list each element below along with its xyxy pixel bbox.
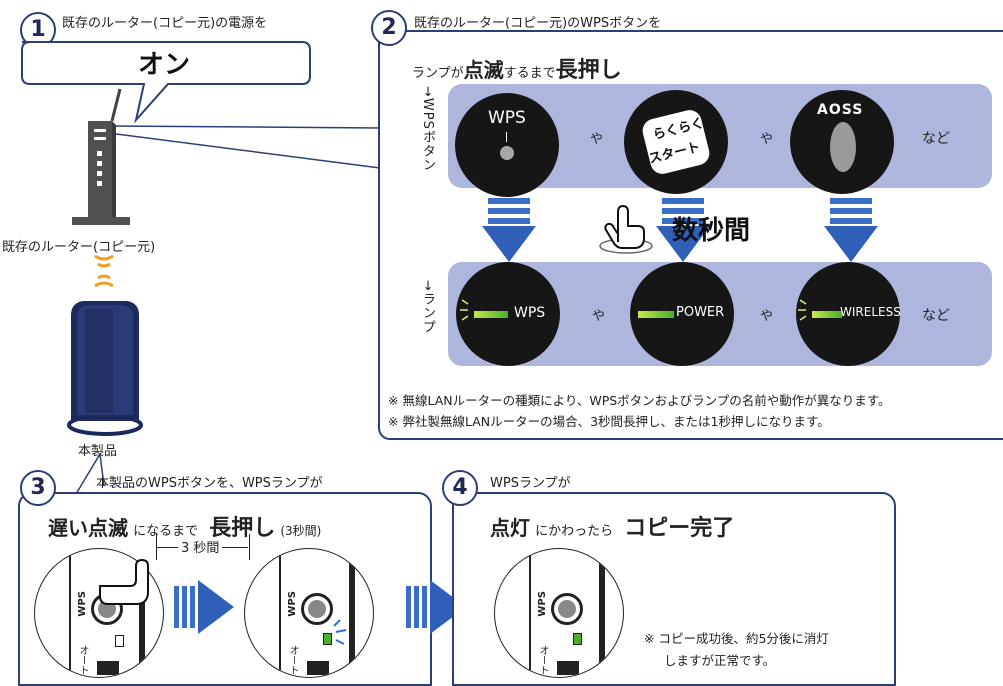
auto-side-label-3b: オート	[287, 645, 298, 675]
step4-number: 4	[442, 470, 478, 506]
ya-separator-3: や	[592, 309, 606, 324]
step4-lit: 点灯	[490, 516, 530, 540]
ya-separator-2: や	[760, 132, 774, 147]
auto-side-label-4: オート	[537, 645, 548, 675]
step4-done: コピー完了	[624, 516, 735, 541]
aoss-button-label: AOSS	[817, 102, 864, 118]
button-row-label: →WPSボタン	[420, 86, 435, 172]
down-arrow-2	[656, 198, 710, 262]
wps-button-ring-2	[301, 593, 333, 625]
rakuraku-start-icon	[642, 110, 710, 174]
wps-side-label-3a: WPS	[77, 591, 88, 617]
product-label: 本製品	[78, 444, 118, 459]
router-callout-lines	[115, 125, 381, 169]
lamp-off	[115, 635, 124, 647]
hand-press-icon	[599, 204, 653, 254]
wps-button-label: WPS	[488, 108, 526, 128]
seconds-label: 数秒間	[672, 216, 751, 246]
wireless-lamp-bar	[812, 311, 842, 318]
ya-separator-4: や	[760, 309, 774, 324]
lamp-green-solid	[573, 633, 582, 645]
router-illustration	[72, 88, 130, 225]
hand-press-icon-2	[99, 558, 149, 605]
wps-lamp-example	[456, 262, 560, 366]
wps-button-tick	[506, 132, 507, 142]
wireless-lamp-label: WIRELESS	[840, 305, 901, 319]
wps-button-core-3	[558, 600, 576, 618]
step3-caption: 本製品のWPSボタンを、WPSランプが	[96, 476, 323, 491]
auto-side-label-3a: オート	[77, 645, 88, 675]
power-lamp-bar	[638, 311, 674, 318]
nado-label-lamps: など	[922, 308, 950, 324]
nado-label-buttons: など	[922, 131, 950, 147]
step4-caption: WPSランプが	[490, 476, 571, 491]
step1-power-on: オン	[138, 50, 191, 80]
right-arrow-step3	[174, 580, 234, 634]
step4-instruction: 点灯 にかわったら コピー完了	[490, 510, 734, 542]
product-illustration	[67, 301, 143, 436]
three-sec-label: 3 秒間	[178, 537, 223, 556]
step2-note-2: ※ 弊社製無線LANルーターの場合、3秒間長押し、または1秒押しになります。	[388, 414, 830, 429]
device-closeup-blink: WPS オート	[244, 548, 374, 678]
step2-number: 2	[371, 10, 407, 46]
step1-bubble	[21, 41, 311, 124]
step2-note-1: ※ 無線LANルーターの種類により、WPSボタンおよびランプの名前や動作が異なり…	[388, 393, 891, 408]
step3-three-sec-paren: (3秒間)	[280, 524, 322, 538]
step2-instruction-pre: ランプが	[412, 66, 464, 81]
step1-caption: 既存のルーター(コピー元)の電源を	[62, 16, 268, 31]
step2-instruction: ランプが点滅するまで長押し	[412, 52, 622, 84]
lamp-row-label: →ランプ	[420, 280, 435, 334]
step3-hold: 長押し	[209, 516, 276, 541]
ya-separator-1: や	[590, 132, 604, 147]
step3-until: になるまで	[133, 524, 199, 539]
blink-marks-1	[460, 299, 469, 321]
wps-button-example	[455, 93, 559, 197]
step4-note-line1: ※ コピー成功後、約5分後に消灯	[644, 631, 829, 646]
wps-lamp-bar	[474, 311, 508, 318]
router-label: 既存のルーター(コピー元)	[2, 240, 156, 255]
step4-changed: にかわったら	[535, 524, 614, 539]
wifi-signal-icon	[94, 254, 114, 288]
down-arrow-1	[482, 198, 536, 262]
wps-button-dot	[500, 146, 514, 160]
wps-button-core-2	[308, 600, 326, 618]
step2-instruction-mid: するまで	[503, 66, 556, 81]
device-closeup-lit: WPS オート	[494, 548, 624, 678]
wps-lamp-label: WPS	[514, 305, 546, 321]
blink-marks-3	[333, 619, 347, 645]
step2-instruction-hold: 長押し	[555, 58, 622, 83]
aoss-button-oval	[830, 122, 856, 172]
blink-marks-2	[798, 299, 807, 321]
lamp-green-blink	[323, 633, 332, 645]
step3-slow-blink: 遅い点滅	[48, 516, 128, 540]
wps-side-label-4: WPS	[537, 591, 548, 617]
step3-instruction: 遅い点滅 になるまで 長押し (3秒間)	[48, 510, 321, 542]
step3-number: 3	[20, 470, 56, 506]
step2-instruction-blink: 点滅	[463, 58, 504, 82]
right-arrow-step4	[406, 580, 466, 634]
step4-note-line2: しますが正常です。	[664, 653, 776, 668]
wps-side-label-3b: WPS	[287, 591, 298, 617]
power-lamp-label: POWER	[676, 305, 725, 320]
down-arrow-3	[824, 198, 878, 262]
step2-caption: 既存のルーター(コピー元)のWPSボタンを	[414, 16, 662, 31]
